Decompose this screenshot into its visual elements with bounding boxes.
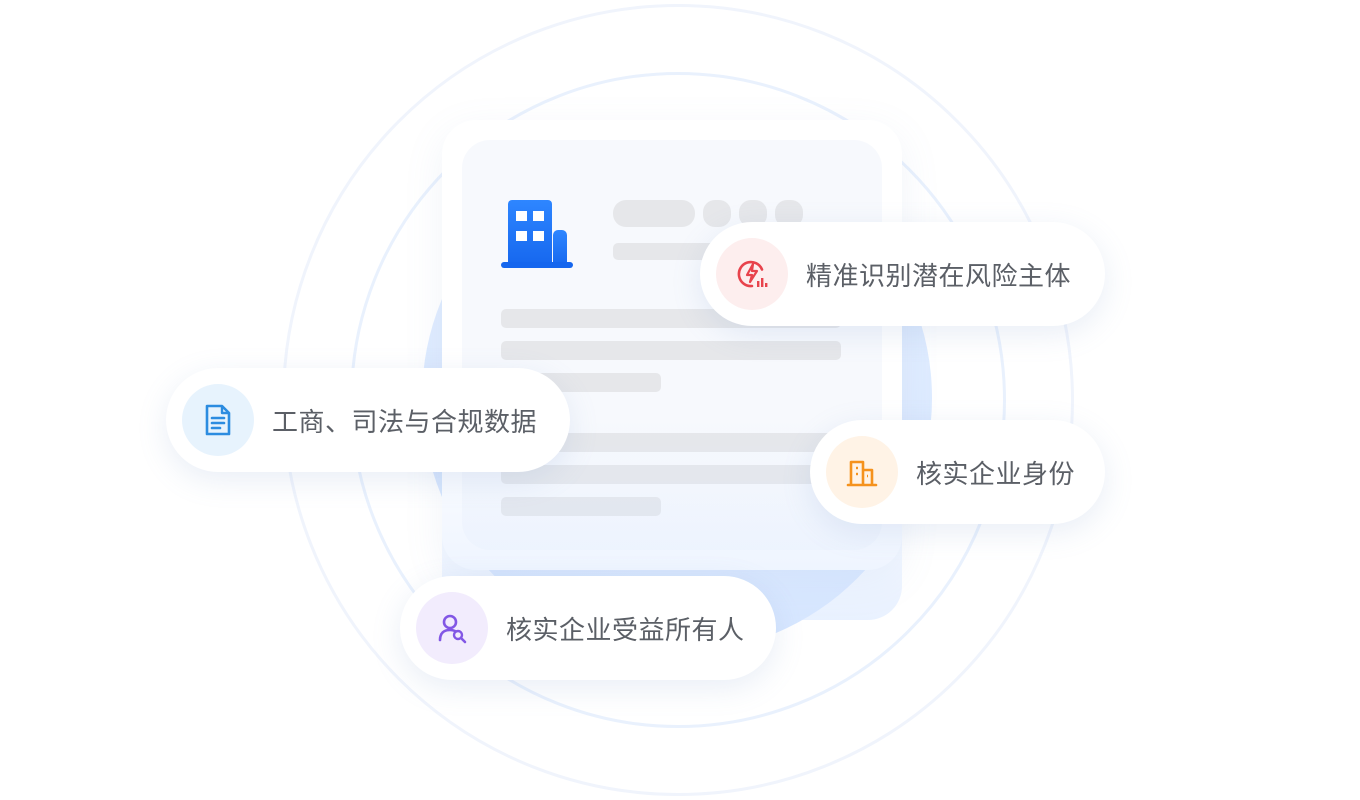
skeleton-title (613, 200, 695, 227)
building-icon (826, 436, 898, 508)
skeleton-tag (703, 200, 731, 227)
feature-label-identity: 核实企业身份 (916, 459, 1076, 490)
feature-pill-beneficiary: 核实企业受益所有人 (400, 576, 776, 680)
feature-pill-compliance: 工商、司法与合规数据 (166, 368, 570, 472)
feature-label-compliance: 工商、司法与合规数据 (272, 407, 538, 438)
document-icon (182, 384, 254, 456)
skeleton-line (501, 341, 841, 360)
feature-pill-risk: 精准识别潜在风险主体 (700, 222, 1105, 326)
feature-label-risk: 精准识别潜在风险主体 (806, 261, 1072, 292)
company-building-icon (500, 198, 576, 276)
skeleton-line (501, 465, 841, 484)
feature-label-beneficiary: 核实企业受益所有人 (506, 615, 745, 646)
skeleton-line (501, 497, 661, 516)
risk-lightning-icon (716, 238, 788, 310)
feature-pill-identity: 核实企业身份 (810, 420, 1105, 524)
user-search-icon (416, 592, 488, 664)
